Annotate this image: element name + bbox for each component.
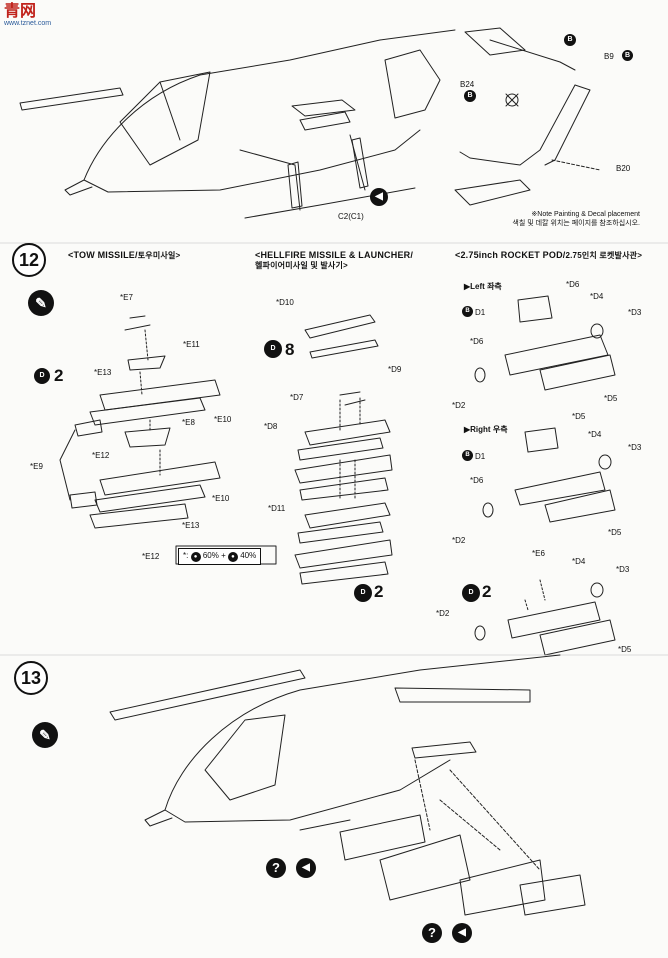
mix-prefix: *: <box>183 551 189 560</box>
watermark-brand: 青网 <box>4 3 37 20</box>
note-en: ※Note Painting & Decal placement <box>531 211 640 218</box>
parts-tree-icon: B <box>462 306 473 317</box>
part-label: *D5 <box>572 412 586 421</box>
tail-assembly <box>454 27 601 206</box>
part-label: D1 <box>475 308 486 317</box>
parts-tree-icon: D <box>34 368 50 384</box>
part-label: *D2 <box>452 401 466 410</box>
mix-a: 60% <box>202 551 219 560</box>
direction-icon: ◀ <box>296 858 316 878</box>
part-label: *D7 <box>290 393 304 402</box>
rocket-left-title: ▶Left 좌측 <box>464 281 502 292</box>
watermark-site: www.tznet.com <box>4 20 52 27</box>
part-label: *E13 <box>182 521 200 530</box>
part-label: *D6 <box>470 476 484 485</box>
part-label: *D4 <box>590 292 604 301</box>
title-ko: 헬파이어미사일 및 발사기> <box>255 261 348 270</box>
section-title-rocket: <2.75inch ROCKET POD/2.75인치 로켓발사관> <box>455 250 642 261</box>
parts-tree-icon: D <box>264 340 282 358</box>
part-label: *D6 <box>566 280 580 289</box>
title-en: <2.75inch ROCKET POD/ <box>455 250 566 260</box>
title-en: <HELLFIRE MISSILE & LAUNCHER/ <box>255 250 414 260</box>
part-label: *D5 <box>604 394 618 403</box>
parts-tree-icon: D <box>462 584 480 602</box>
part-label: *D3 <box>628 308 642 317</box>
painting-note: ※Note Painting & Decal placement 색칠 및 데칼… <box>480 210 640 228</box>
part-label: B9 <box>604 52 614 61</box>
part-label: *D4 <box>572 557 586 566</box>
rocket-pod-right <box>482 427 616 523</box>
title-en: ▶Left <box>464 282 485 291</box>
quantity-hellfire: 8 <box>285 340 295 359</box>
part-label: *E6 <box>532 549 545 558</box>
note-ko: 색칠 및 데칼 위치는 페이지를 참조하십시오. <box>512 220 640 227</box>
quantity-hellfire-launcher: 2 <box>374 582 384 601</box>
part-label: *E9 <box>30 462 43 471</box>
step-number: 13 <box>14 661 48 695</box>
section-title-tow: <TOW MISSILE/토우미사일> <box>68 250 180 261</box>
part-label: *E8 <box>182 418 195 427</box>
part-label: *D5 <box>608 528 622 537</box>
part-label: *D10 <box>276 298 294 307</box>
color-mix-note: *: ● 60% + ● 40% <box>178 548 262 565</box>
title-ko: 2.75인치 로켓발사관> <box>565 251 643 260</box>
parts-tree-icon: B <box>462 450 473 461</box>
title-ko: 좌측 <box>487 282 502 291</box>
part-label: *E7 <box>120 293 133 302</box>
direction-icon: ◀ <box>370 188 388 206</box>
part-label: C2(C1) <box>338 212 364 221</box>
step-number: 12 <box>12 243 46 277</box>
part-label: *D6 <box>470 337 484 346</box>
part-label: *D5 <box>618 645 632 654</box>
section-title-hellfire: <HELLFIRE MISSILE & LAUNCHER/ 헬파이어미사일 및 … <box>255 250 413 271</box>
watermark-logo: 青网 www.tznet.com <box>4 3 52 28</box>
mix-b: 40% <box>240 551 257 560</box>
part-label: *D9 <box>388 365 402 374</box>
helicopter-bottom <box>109 654 586 916</box>
title-ko: 토우미사일> <box>137 251 181 260</box>
title-ko: 우측 <box>492 425 508 434</box>
quantity-rocket-pod: 2 <box>482 582 492 601</box>
parts-tree-icon: B <box>622 50 633 61</box>
paint-icon: ● <box>227 552 238 562</box>
direction-icon: ◀ <box>452 923 472 943</box>
part-label: *D4 <box>588 430 602 439</box>
hellfire-assembly <box>294 314 393 585</box>
paint-icon: ✎ <box>28 290 54 316</box>
part-label: *E13 <box>94 368 112 377</box>
tow-assembly <box>59 315 221 529</box>
parts-tree-icon: D <box>354 584 372 602</box>
parts-tree-icon: B <box>464 90 476 102</box>
quantity-tow: 2 <box>54 366 64 385</box>
part-label: *E10 <box>212 494 230 503</box>
question-icon: ? <box>422 923 442 943</box>
part-label: *E12 <box>142 552 160 561</box>
helicopter-top <box>19 29 456 219</box>
rocket-pod-bottom <box>474 579 616 656</box>
part-label: D1 <box>475 452 486 461</box>
part-label: *D11 <box>268 504 286 513</box>
paint-icon: ● <box>190 552 201 562</box>
question-icon: ? <box>266 858 286 878</box>
part-label: *D3 <box>628 443 642 452</box>
part-label: B20 <box>616 164 631 173</box>
paint-icon: ✎ <box>32 722 58 748</box>
part-label: *E10 <box>214 415 232 424</box>
part-label: *D2 <box>452 536 466 545</box>
rocket-right-title: ▶Right 우측 <box>464 424 508 435</box>
title-en: ▶Right <box>464 425 491 434</box>
mix-plus: + <box>221 551 226 560</box>
part-label: *E12 <box>92 451 110 460</box>
title-en: <TOW MISSILE/ <box>68 250 138 260</box>
part-label: *D3 <box>616 565 630 574</box>
part-label: *E11 <box>183 340 200 349</box>
part-label: *D2 <box>436 609 450 618</box>
rocket-pod-left <box>474 295 616 391</box>
parts-tree-icon: B <box>564 34 576 46</box>
part-label: *D8 <box>264 422 278 431</box>
part-label: B24 <box>460 80 475 89</box>
